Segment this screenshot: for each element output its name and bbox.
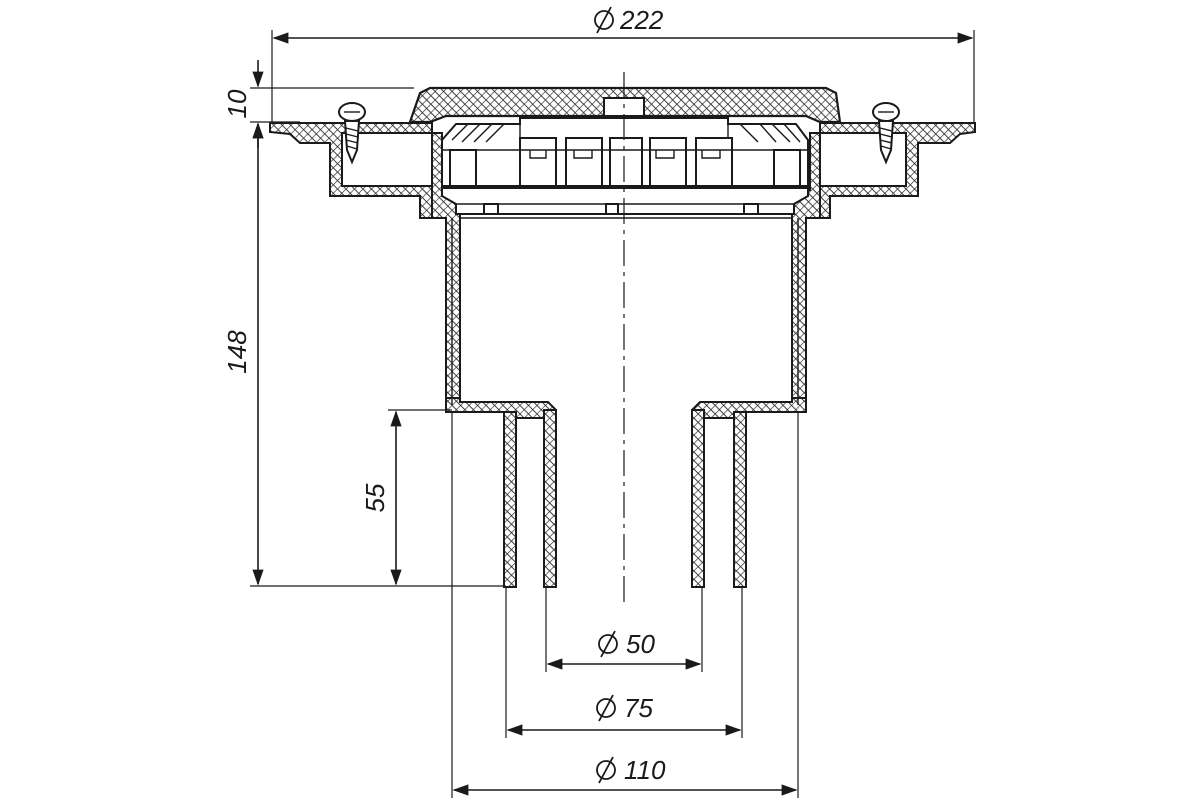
dimension-label-75: 75 xyxy=(624,693,653,723)
dimension-label-10: 10 xyxy=(222,89,252,118)
dimension-total-height: 148 xyxy=(222,122,504,587)
dimension-grate-thickness: 10 xyxy=(222,60,414,148)
outlet-wall-left-inner xyxy=(543,409,557,588)
dimension-socket-depth: 55 xyxy=(360,409,452,586)
dimension-label-222: 222 xyxy=(619,5,664,35)
dimension-label-55: 55 xyxy=(360,483,390,512)
grate-assembly xyxy=(408,86,842,215)
bottom-left-shoulder xyxy=(445,397,557,419)
dimension-flange-diameter: 222 xyxy=(271,5,975,122)
outlet-wall-right-outer xyxy=(733,411,747,588)
siphon-ring xyxy=(441,187,809,215)
dimension-label-50: 50 xyxy=(626,629,655,659)
right-screw xyxy=(872,102,900,165)
dimension-label-148: 148 xyxy=(222,330,252,374)
basket-ribs xyxy=(442,123,808,187)
dimension-outer-pipe-diameter: 110 xyxy=(451,412,799,798)
diameter-symbol-icon xyxy=(596,756,616,784)
diameter-symbol-icon xyxy=(596,694,616,722)
outlet-wall-left-outer xyxy=(503,411,517,588)
outlet-wall-right-inner xyxy=(691,409,705,588)
bottom-right-shoulder xyxy=(691,397,807,419)
dimension-inner-outlet-diameter: 50 xyxy=(545,587,703,672)
diameter-symbol-icon xyxy=(598,630,618,658)
dimension-label-110: 110 xyxy=(624,755,666,785)
diameter-symbol-icon xyxy=(594,6,614,34)
left-screw xyxy=(338,102,366,165)
dimension-middle-outlet-diameter: 75 xyxy=(505,587,743,738)
left-flange xyxy=(269,122,459,219)
